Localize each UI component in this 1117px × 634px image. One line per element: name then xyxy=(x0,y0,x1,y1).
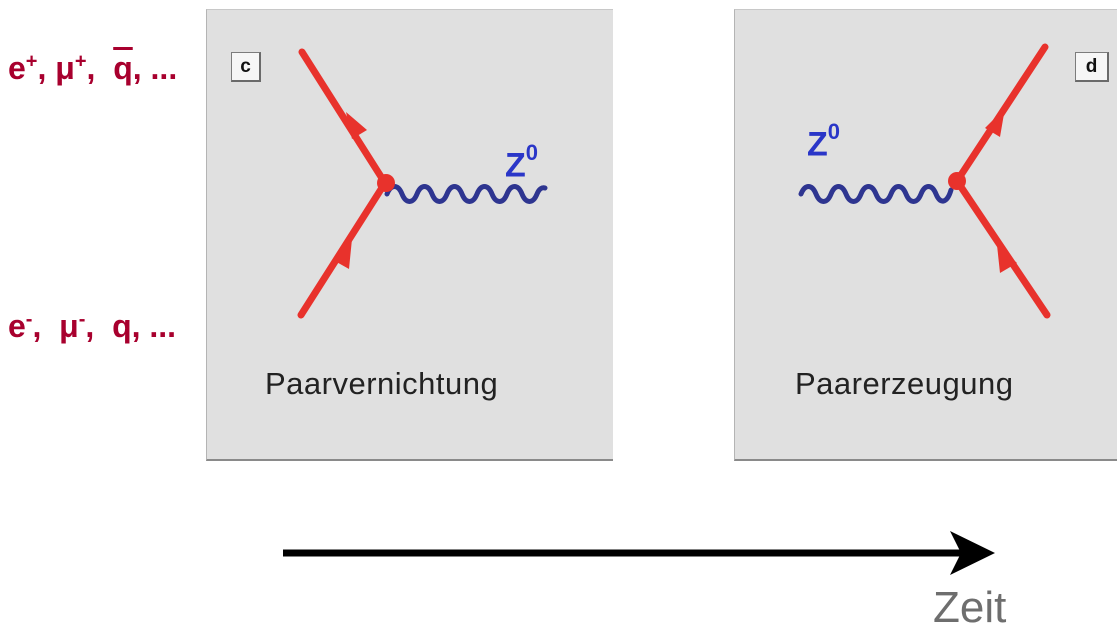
antifermion-arrow xyxy=(346,112,367,139)
z-boson-wavy-line-d xyxy=(798,184,954,204)
creation-feynman-diagram xyxy=(798,43,1051,319)
vertex-dot-d xyxy=(948,172,966,190)
outgoing-fermion-line xyxy=(953,177,1051,319)
z-boson-label: Z0 xyxy=(505,140,539,185)
z-boson-wavy-line xyxy=(384,184,548,204)
z-boson-label-d: Z0 xyxy=(807,119,841,164)
panel-label-d: d xyxy=(1075,52,1109,82)
panel-annihilation: c Z0 Paarvernichtung xyxy=(206,9,613,461)
antiquark-symbol: q xyxy=(113,50,133,86)
time-arrow-head xyxy=(950,531,995,575)
time-axis-label: Zeit xyxy=(933,583,1007,632)
antifermion-arrow-d xyxy=(985,108,1005,137)
fermion-arrow-d xyxy=(997,245,1017,273)
antiparticle-label: e+, μ+, q, ... xyxy=(8,50,178,86)
panel-creation: d Z0 Paarerzeugung xyxy=(734,9,1117,461)
incoming-antifermion-line xyxy=(298,48,389,187)
panel-label-c: c xyxy=(231,52,261,82)
particle-label: e-, μ-, q, ... xyxy=(8,308,177,344)
fermion-arrow xyxy=(333,239,352,269)
caption-creation: Paarerzeugung xyxy=(795,366,1014,401)
vertex-dot xyxy=(377,174,395,192)
caption-annihilation: Paarvernichtung xyxy=(265,366,499,401)
annihilation-feynman-diagram xyxy=(297,48,548,319)
